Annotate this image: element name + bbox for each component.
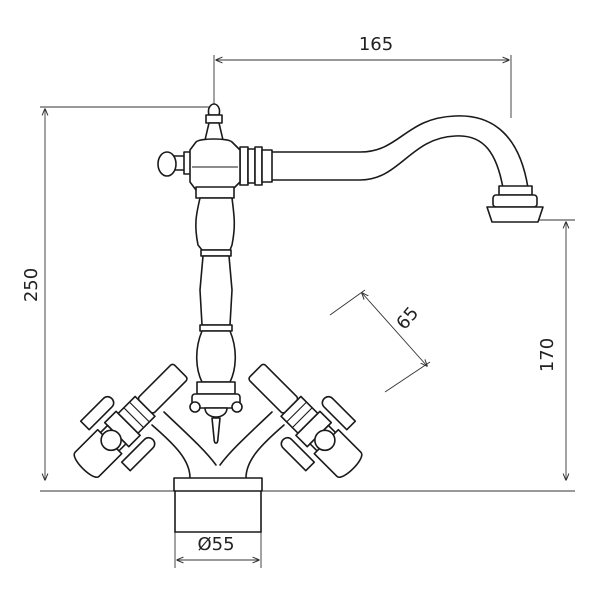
right-valve-line-2 xyxy=(291,407,313,428)
central-column xyxy=(195,197,237,395)
right-valve-line-1 xyxy=(286,401,307,423)
right-valve xyxy=(248,363,363,478)
diverter xyxy=(189,393,243,445)
right-handle-cap xyxy=(314,429,336,452)
finial-knob xyxy=(207,103,221,116)
left-valve-line-2 xyxy=(129,401,150,423)
spout-collar xyxy=(239,146,273,186)
manifold-left-outer xyxy=(151,424,191,479)
column-base-ring xyxy=(196,381,236,395)
label-250: 250 xyxy=(21,268,42,302)
collar-ring-1 xyxy=(239,146,249,186)
base-flange xyxy=(173,477,263,492)
diverter-cup xyxy=(204,407,228,418)
dim-65-ext-b xyxy=(384,361,431,393)
diverter-lever xyxy=(211,417,221,445)
manifold-left-inner xyxy=(163,411,217,466)
finial-neck xyxy=(205,114,223,124)
side-knob xyxy=(157,151,195,177)
right-handle-arm-back xyxy=(313,428,363,478)
diverter-bolt-right xyxy=(231,401,243,413)
collar-ring-4 xyxy=(261,149,273,183)
label-65: 65 xyxy=(392,303,423,334)
aerator-outlet xyxy=(486,206,544,223)
label-diameter-55: Ø55 xyxy=(197,534,234,555)
left-valve xyxy=(73,363,188,478)
diverter-bolt-left xyxy=(189,401,201,413)
left-handle-arm-bottom xyxy=(120,436,156,472)
dim-65-ext-a xyxy=(329,289,366,316)
aerator-collar xyxy=(492,194,538,208)
head-body xyxy=(189,138,241,199)
right-handle-arm-bottom xyxy=(280,436,316,472)
collar-ring-3 xyxy=(254,146,263,186)
column-lower-bulb xyxy=(195,330,237,383)
manifold-right-outer xyxy=(245,424,285,479)
top-finial xyxy=(204,103,224,141)
head-housing xyxy=(189,138,241,194)
side-knob-cap xyxy=(157,151,177,177)
dim-65-line xyxy=(362,293,427,366)
left-handle-arm-back xyxy=(73,428,123,478)
column-ring-lower xyxy=(199,324,233,332)
left-handle-arm-top xyxy=(79,395,115,431)
left-valve-line-1 xyxy=(123,407,145,428)
collar-ring-2 xyxy=(247,148,256,184)
spout-lower-edge xyxy=(271,135,504,189)
spout-upper-edge xyxy=(271,115,529,189)
dimension-lines xyxy=(40,55,575,568)
aerator-ring xyxy=(498,185,533,196)
head-lower-ring xyxy=(195,186,235,199)
right-handle-arm-top xyxy=(321,395,357,431)
finial-stem xyxy=(204,122,224,141)
left-handle-cap xyxy=(100,429,122,452)
label-170: 170 xyxy=(537,338,558,372)
column-middle xyxy=(199,255,233,326)
column-upper-bulb xyxy=(195,197,236,251)
label-165: 165 xyxy=(359,34,393,55)
manifold-right-inner xyxy=(219,411,273,466)
base xyxy=(173,477,263,533)
body-manifold xyxy=(151,411,285,479)
spout xyxy=(271,115,544,223)
column-ring-upper xyxy=(200,249,232,257)
dimension-labels: 165 250 170 65 Ø55 xyxy=(21,34,558,555)
